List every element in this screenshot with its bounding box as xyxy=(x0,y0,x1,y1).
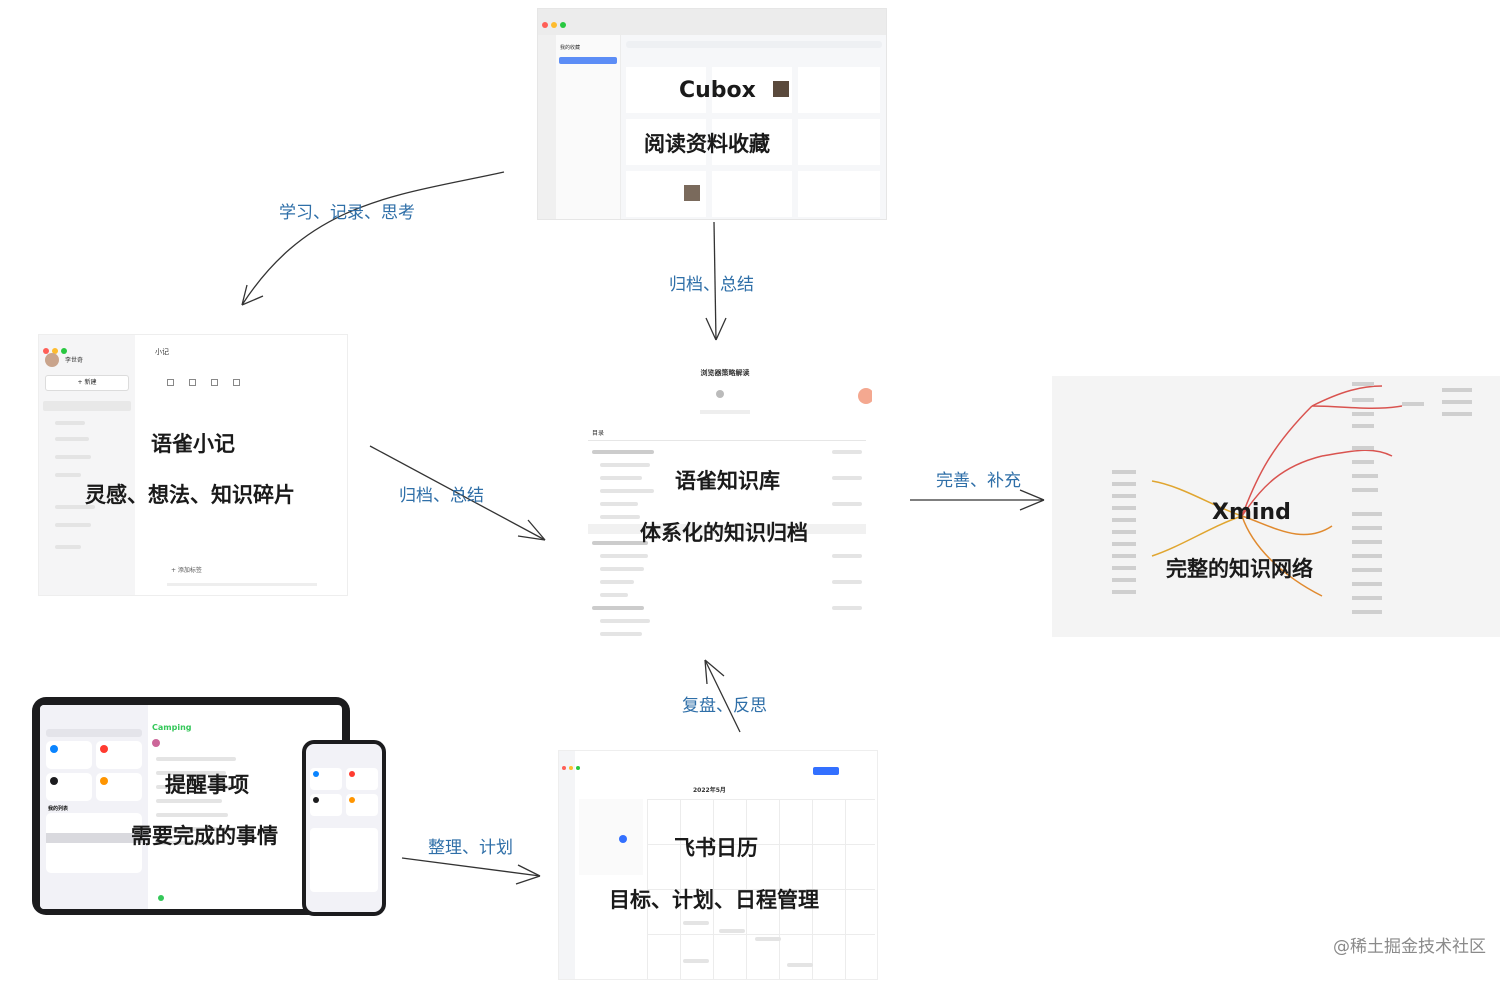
cubox-title: Cubox xyxy=(679,78,756,103)
cubox-subtitle: 阅读资料收藏 xyxy=(644,132,770,156)
yuque-note-subtitle: 灵感、想法、知识碎片 xyxy=(85,483,295,507)
arrow-reminders-to-calendar xyxy=(401,857,541,877)
cubox-sidebar-header: 我的收藏 xyxy=(560,45,581,51)
yuque-kb-title: 语雀知识库 xyxy=(675,469,780,493)
window-controls xyxy=(562,755,583,774)
xmind-subtitle: 完整的知识网络 xyxy=(1166,557,1313,581)
reminders-my-lists: 我的列表 xyxy=(48,806,69,812)
reminders-subtitle: 需要完成的事情 xyxy=(131,824,278,848)
calendar-subtitle: 目标、计划、日程管理 xyxy=(609,888,819,912)
kb-cover-orb xyxy=(858,388,872,404)
edge-label-calendar-to-kb: 复盘、反思 xyxy=(682,696,767,716)
yuque-kb-screenshot: 浏览器策略解读 目录 xyxy=(578,358,872,640)
edge-label-note-to-kb: 归档、总结 xyxy=(399,486,484,506)
yuque-note-screenshot: 李世奇 + 新建 小记 + 添加标签 xyxy=(38,334,348,596)
watermark: @稀土掘金技术社区 xyxy=(1333,937,1486,957)
window-controls xyxy=(542,13,569,32)
calendar-title: 飞书日历 xyxy=(674,836,758,860)
kb-tab-catalog[interactable]: 目录 xyxy=(592,430,605,437)
reminders-list-name: Camping xyxy=(152,723,192,732)
edge-label-kb-to-xmind: 完善、补充 xyxy=(936,471,1021,491)
edge-label-cubox-to-note: 学习、记录、思考 xyxy=(279,203,415,223)
window-controls xyxy=(43,339,70,358)
xmind-mindmap xyxy=(1112,382,1472,614)
new-button[interactable]: + 新建 xyxy=(45,375,129,391)
feishu-calendar-screenshot: 2022年5月 xyxy=(558,750,878,980)
edge-label-cubox-to-kb: 归档、总结 xyxy=(669,275,754,295)
yuque-note-title: 语雀小记 xyxy=(151,432,235,456)
reminders-title: 提醒事项 xyxy=(165,773,249,797)
user-name: 李世奇 xyxy=(65,357,84,364)
yuque-kb-subtitle: 体系化的知识归档 xyxy=(640,521,808,545)
reminders-iphone xyxy=(302,740,386,916)
xmind-title: Xmind xyxy=(1212,500,1291,525)
calendar-month: 2022年5月 xyxy=(693,787,726,794)
xmind-screenshot xyxy=(1052,376,1500,637)
kb-doc-title: 浏览器策略解读 xyxy=(700,369,750,377)
avatar xyxy=(45,353,59,367)
cubox-screenshot: 我的收藏 xyxy=(537,8,887,220)
note-header: 小记 xyxy=(155,348,169,356)
edge-label-reminders-to-calendar: 整理、计划 xyxy=(428,838,513,858)
add-tag-link[interactable]: + 添加标签 xyxy=(171,567,202,574)
arrow-cubox-to-note xyxy=(241,171,505,306)
reminders-ipad: 我的列表 Camping xyxy=(32,697,350,915)
